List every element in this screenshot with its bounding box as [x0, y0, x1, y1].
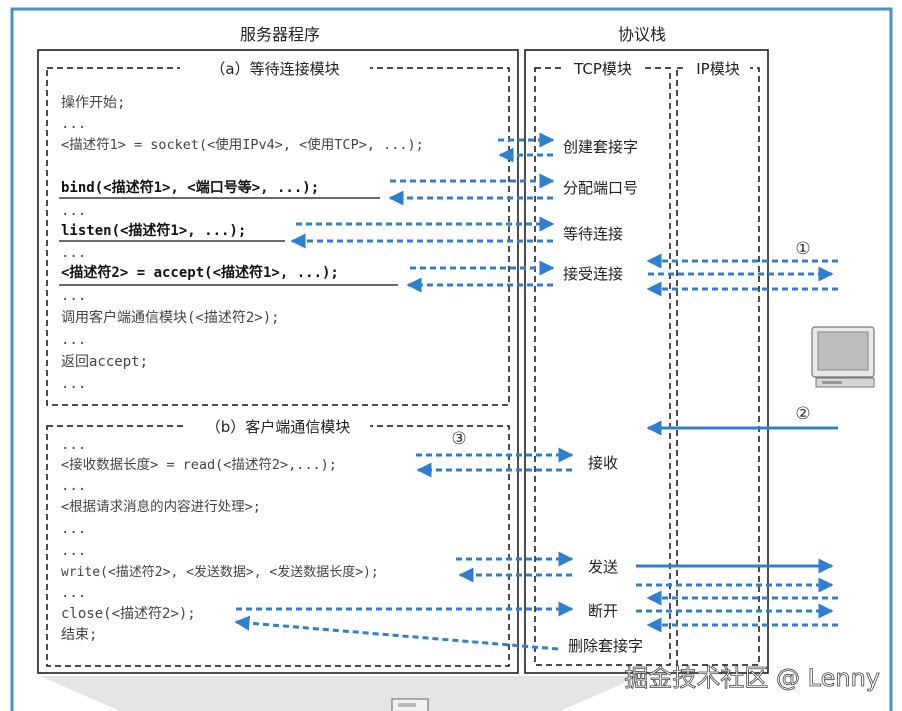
- code-line: ...: [61, 116, 86, 132]
- bottom-shadow: [40, 676, 640, 711]
- server-program-panel: [37, 49, 519, 674]
- tcp-action-wait-connection: 等待连接: [563, 225, 623, 243]
- code-line: 调用客户端通信模块(<描述符2>);: [61, 309, 280, 326]
- code-line-read: <接收数据长度> = read(<描述符2>,...);: [61, 456, 337, 473]
- tcp-action-disconnect: 断开: [588, 602, 618, 620]
- tcp-module-title: TCP模块: [573, 60, 632, 78]
- outer-frame: [10, 7, 893, 711]
- tcp-action-accept-connection: 接受连接: [563, 265, 623, 283]
- arrows-program-tcp: [234, 132, 574, 651]
- code-line: ...: [61, 437, 86, 453]
- tcp-action-delete-socket: 删除套接字: [568, 637, 643, 655]
- protocol-stack-header: 协议栈: [618, 25, 666, 44]
- code-line-write: write(<描述符2>, <发送数据>, <发送数据长度>);: [61, 564, 379, 580]
- code-line-close: close(<描述符2>);: [61, 606, 196, 622]
- arrows-network: [636, 253, 838, 633]
- watermark: 掘金技术社区 @ Lenny: [624, 664, 880, 692]
- code-line: ...: [61, 521, 86, 537]
- code-line: <描述符1> = socket(<使用IPv4>, <使用TCP>, ...);: [61, 136, 424, 153]
- wait-connection-module-title: （a）等待连接模块: [210, 60, 339, 78]
- tcp-actions: 创建套接字 分配端口号 等待连接 接受连接 接收 发送 断开 删除套接字: [563, 138, 643, 655]
- tcp-action-create-socket: 创建套接字: [563, 138, 638, 156]
- server-program-header: 服务器程序: [240, 25, 320, 44]
- client-comm-module-title: （b）客户端通信模块: [206, 418, 351, 436]
- marker-2: ②: [795, 404, 810, 424]
- marker-3: ③: [451, 429, 466, 449]
- code-line: <根据请求消息的内容进行处理>;: [61, 498, 261, 515]
- code-block-b: ... <接收数据长度> = read(<描述符2>,...); ... <根据…: [61, 437, 379, 643]
- code-line: ...: [61, 203, 86, 219]
- code-line: ...: [61, 543, 86, 559]
- code-line-listen: listen(<描述符1>, ...);: [61, 222, 246, 239]
- computer-monitor-icon: [811, 326, 875, 388]
- protocol-stack-panel: [524, 49, 769, 674]
- code-line: 返回accept;: [61, 354, 148, 370]
- tcp-action-receive: 接收: [588, 454, 618, 472]
- code-line: ...: [61, 332, 86, 348]
- tcp-action-assign-port: 分配端口号: [563, 179, 638, 197]
- tcp-module-box: [534, 67, 671, 666]
- arrow-delete-reply: [234, 615, 559, 651]
- code-line: 操作开始;: [61, 95, 125, 111]
- ip-module-box: [676, 67, 760, 666]
- code-line: ...: [61, 585, 86, 601]
- ip-module-title: IP模块: [696, 60, 739, 78]
- server-box-icon: [391, 698, 429, 711]
- code-line-bind: bind(<描述符1>, <端口号等>, ...);: [61, 179, 319, 196]
- code-line-accept: <描述符2> = accept(<描述符1>, ...);: [61, 264, 339, 281]
- code-line: ...: [61, 245, 86, 261]
- code-line: ...: [61, 478, 86, 494]
- tcp-action-send: 发送: [588, 558, 618, 576]
- code-line: ...: [61, 376, 86, 392]
- code-block-a: 操作开始; ... <描述符1> = socket(<使用IPv4>, <使用T…: [59, 95, 424, 392]
- code-line: 结束;: [61, 627, 97, 643]
- marker-1: ①: [795, 239, 810, 259]
- code-line: ...: [61, 288, 86, 304]
